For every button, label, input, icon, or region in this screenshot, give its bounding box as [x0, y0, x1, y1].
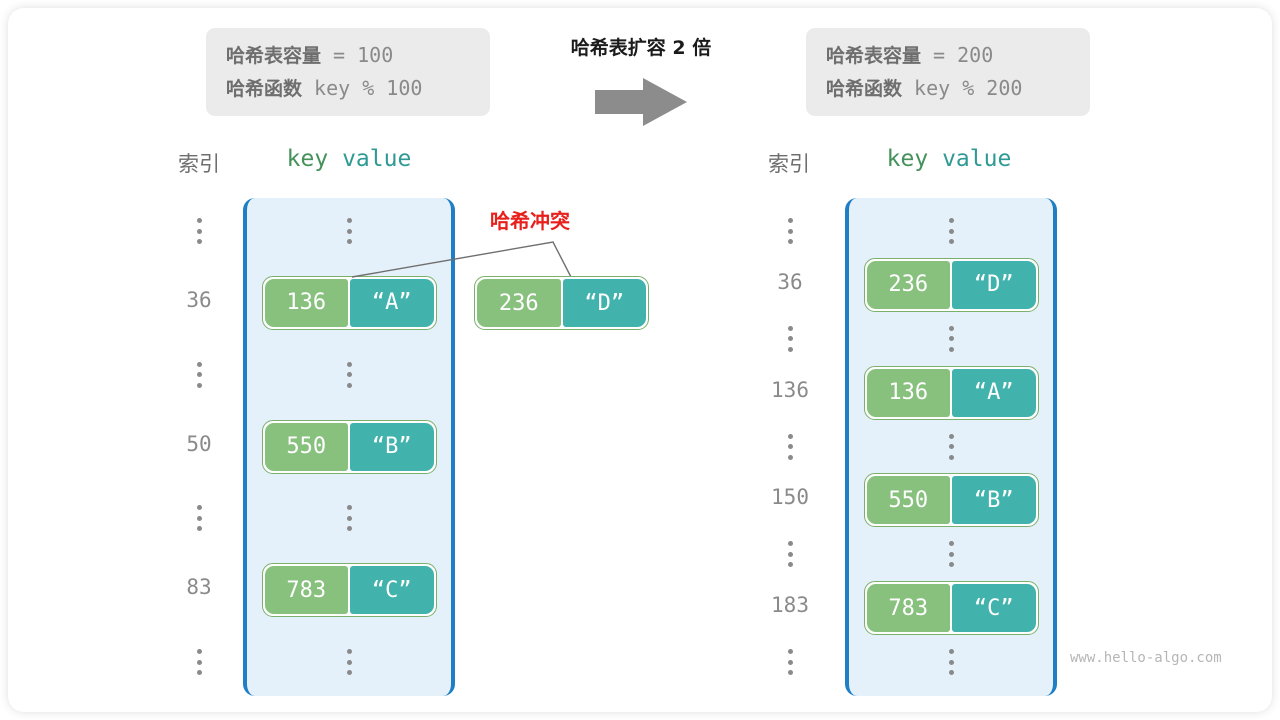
- before-info-box: 哈希表容量 = 100 哈希函数 key % 100: [206, 28, 490, 116]
- after-index-dots-6: [785, 541, 795, 568]
- before-entry-key-1: 136: [264, 278, 348, 327]
- before-header-keyvalue: key value: [246, 146, 452, 172]
- before-capacity-line: 哈希表容量 = 100: [226, 39, 470, 72]
- after-index-4: [750, 433, 830, 460]
- after-entry-7: 783“C”: [863, 581, 1039, 636]
- before-index-dots-6: [194, 649, 204, 675]
- before-index-dots-4: [194, 505, 204, 532]
- after-function-label: 哈希函数: [826, 78, 903, 100]
- before-entry-1: 136“A”: [261, 275, 437, 330]
- before-entry-value-3: “B”: [350, 422, 434, 471]
- diagram-card: [8, 8, 1272, 712]
- after-index-1: 36: [777, 269, 803, 294]
- before-index-1: 36: [186, 287, 212, 312]
- before-slot-dots-0: [344, 218, 354, 244]
- transform-title: 哈希表扩容 2 倍: [570, 37, 712, 59]
- after-entry-key-5: 550: [866, 476, 950, 525]
- before-entry-value-5: “C”: [350, 566, 434, 615]
- after-slot-dots-8: [946, 649, 956, 675]
- before-index-4: [168, 505, 230, 532]
- before-index-2: [168, 361, 230, 388]
- before-slot-dots-4: [344, 505, 354, 532]
- after-slot-dots-2: [946, 325, 956, 352]
- before-entry-5: 783“C”: [261, 563, 437, 618]
- after-entry-5: 550“B”: [863, 473, 1039, 528]
- after-slot-dots-0: [946, 218, 956, 244]
- collision-detached-value: “D”: [562, 279, 646, 327]
- after-header-keyvalue: key value: [846, 146, 1052, 172]
- after-entry-value-5: “B”: [952, 476, 1036, 525]
- before-index-6: [168, 649, 230, 675]
- right-arrow-icon: [595, 78, 687, 126]
- after-entry-value-7: “C”: [952, 584, 1036, 633]
- after-capacity-line: 哈希表容量 = 200: [826, 39, 1070, 72]
- after-entry-key-3: 136: [866, 368, 950, 417]
- before-index-dots-0: [194, 218, 204, 244]
- before-function-value: key % 100: [302, 76, 423, 100]
- after-entry-key-1: 236: [866, 260, 950, 309]
- after-header-index: 索引: [768, 152, 810, 176]
- after-capacity-value: = 200: [921, 43, 994, 67]
- watermark: www.hello-algo.com: [1070, 650, 1222, 666]
- before-index-0: [168, 218, 230, 244]
- before-entry-key-3: 550: [264, 422, 348, 471]
- before-function-line: 哈希函数 key % 100: [226, 72, 470, 105]
- after-slot-dots-6: [946, 541, 956, 568]
- after-index-6: [750, 541, 830, 568]
- before-index-5: 83: [186, 575, 212, 600]
- before-entry-value-1: “A”: [350, 278, 434, 327]
- after-function-value: key % 200: [902, 76, 1023, 100]
- before-capacity-label: 哈希表容量: [226, 45, 322, 67]
- after-entry-key-7: 783: [866, 584, 950, 633]
- after-header-value: value: [942, 146, 1012, 172]
- collision-label: 哈希冲突: [490, 209, 570, 233]
- before-header-value: value: [342, 146, 412, 172]
- after-index-dots-4: [785, 433, 795, 460]
- before-index-dots-2: [194, 361, 204, 388]
- before-slot-dots-2: [344, 361, 354, 388]
- after-info-box: 哈希表容量 = 200 哈希函数 key % 200: [806, 28, 1090, 116]
- before-header-key: key: [286, 146, 329, 172]
- before-entry-3: 550“B”: [261, 419, 437, 474]
- after-slot-dots-4: [946, 433, 956, 460]
- collision-detached-entry: 236 “D”: [474, 276, 649, 330]
- after-index-3: 136: [771, 377, 809, 402]
- after-index-dots-2: [785, 325, 795, 352]
- after-entry-value-3: “A”: [952, 368, 1036, 417]
- before-capacity-value: = 100: [321, 43, 394, 67]
- before-function-label: 哈希函数: [226, 78, 303, 100]
- after-index-dots-0: [785, 218, 795, 244]
- after-index-dots-8: [785, 649, 795, 675]
- after-function-line: 哈希函数 key % 200: [826, 72, 1070, 105]
- before-header-index: 索引: [178, 152, 220, 176]
- after-index-8: [750, 649, 830, 675]
- after-header-key: key: [886, 146, 929, 172]
- before-slot-dots-6: [344, 649, 354, 675]
- collision-detached-key: 236: [477, 279, 561, 327]
- after-index-5: 150: [771, 485, 809, 510]
- after-index-7: 183: [771, 593, 809, 618]
- after-entry-3: 136“A”: [863, 365, 1039, 420]
- after-entry-value-1: “D”: [952, 260, 1036, 309]
- before-entry-key-5: 783: [264, 566, 348, 615]
- after-index-2: [750, 325, 830, 352]
- after-entry-1: 236“D”: [863, 257, 1039, 312]
- before-index-3: 50: [186, 431, 212, 456]
- after-index-0: [750, 218, 830, 244]
- after-capacity-label: 哈希表容量: [826, 45, 922, 67]
